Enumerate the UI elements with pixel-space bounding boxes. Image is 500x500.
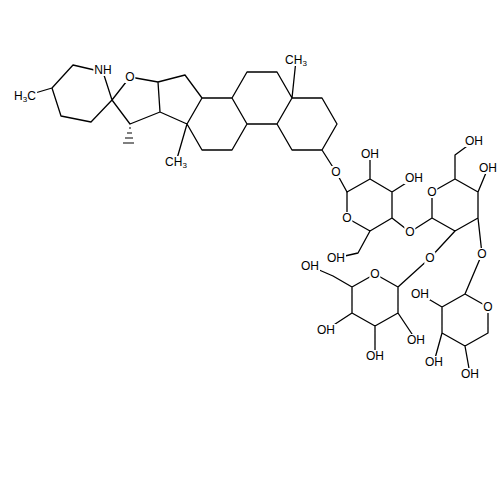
atom-label: O	[424, 252, 435, 264]
atom-label: OH	[478, 162, 498, 174]
atom-label: OH	[460, 368, 480, 380]
atom-label: OH	[300, 260, 320, 272]
atom-label: NH	[93, 64, 112, 76]
stereo-hash	[123, 128, 134, 143]
atom-label: OH	[404, 172, 424, 184]
atom-label: OH	[410, 288, 430, 300]
atom-label: O	[369, 268, 380, 280]
atom-label: O	[341, 212, 352, 224]
atom-label: OH	[424, 356, 444, 368]
atom-label: O	[404, 226, 415, 238]
atom-label: OH	[360, 148, 380, 160]
sugar-bonds	[310, 141, 488, 374]
atom-label: OH	[316, 324, 336, 336]
atom-label: CH3	[284, 54, 308, 66]
atom-label: O	[330, 166, 341, 178]
atom-label: H3C	[13, 90, 37, 102]
atom-label: O	[426, 186, 437, 198]
atom-label: O	[476, 248, 487, 260]
aglycone-bonds	[25, 60, 347, 192]
atom-label: OH	[326, 252, 346, 264]
atom-label: O	[124, 71, 135, 83]
atom-label: OH	[464, 135, 484, 147]
atom-label: CH3	[164, 156, 188, 168]
atom-label: O	[482, 301, 493, 313]
atom-label: OH	[406, 334, 426, 346]
atom-label: OH	[365, 350, 385, 362]
